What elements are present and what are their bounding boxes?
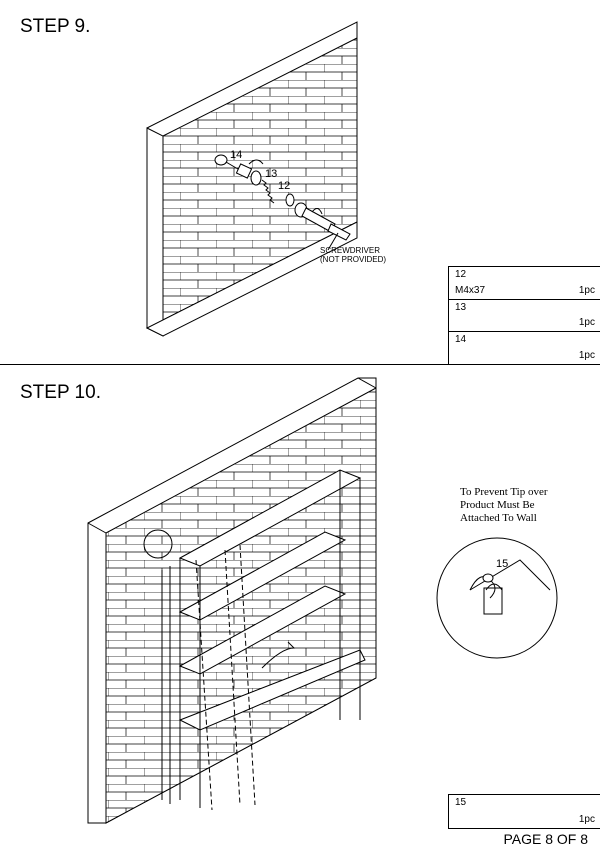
- callout-13: 13: [265, 168, 278, 180]
- detail-marker-circle: [143, 529, 173, 559]
- shelf-unit: [161, 469, 366, 811]
- step9-parts-table: 12 M4x37 1pc 13 1pc 14 1pc: [448, 266, 600, 365]
- parts-row-13: 13 1pc: [449, 300, 600, 332]
- wall-attachment-detail: [436, 537, 558, 659]
- step-divider: [0, 364, 600, 365]
- wall-anchor-assembly: [214, 154, 351, 251]
- parts-row-14: 14 1pc: [455, 334, 595, 361]
- screwdriver-note: SCREWDRIVER (NOT PROVIDED): [320, 246, 387, 264]
- step10-parts-table: 15 1pc: [448, 794, 600, 829]
- callout-14: 14: [230, 149, 243, 161]
- step-10-title: STEP 10.: [20, 382, 101, 403]
- step-9-title: STEP 9.: [20, 16, 91, 37]
- callout-12: 12: [278, 180, 291, 192]
- callout-15: 15: [496, 558, 509, 570]
- parts-row-15: 15 1pc: [455, 797, 595, 825]
- page-number: PAGE 8 OF 8: [503, 831, 588, 847]
- tip-over-warning: To Prevent Tip over Product Must Be Atta…: [460, 486, 548, 524]
- parts-row-12: 12 M4x37 1pc: [449, 267, 600, 300]
